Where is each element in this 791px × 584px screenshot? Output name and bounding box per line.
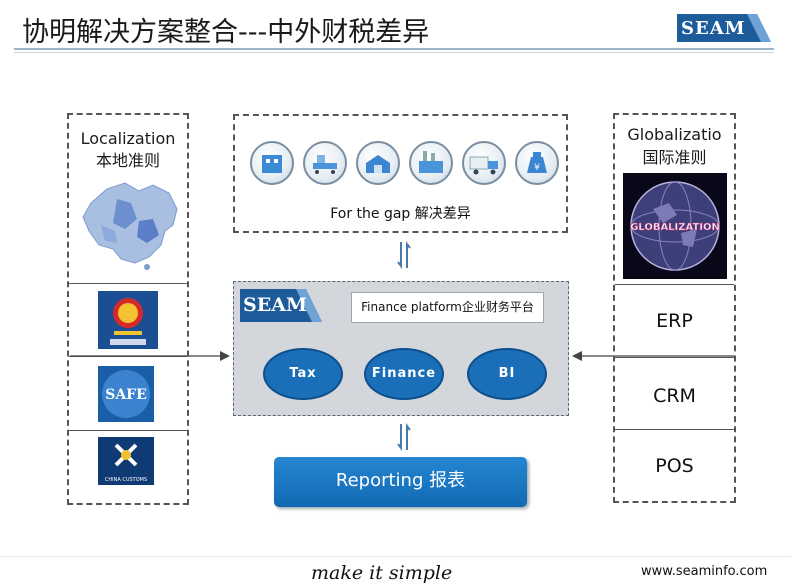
divider (615, 284, 734, 285)
localization-column: Localization 本地准则 SAFE CHINA CUSTOMS (67, 113, 189, 505)
globe-icon: GLOBALIZATION (623, 173, 727, 279)
footer-url: www.seaminfo.com (641, 564, 768, 579)
factory-icon (409, 141, 453, 185)
sync-arrow-icon (397, 423, 411, 451)
localization-subtitle: 本地准则 (95, 151, 160, 170)
globalization-column: Globalizatio 国际准则 GLOBALIZATION ERP CRM … (613, 113, 736, 503)
title-divider-thin (14, 52, 774, 53)
divider (615, 429, 734, 430)
china-map-icon (82, 182, 178, 270)
divider (69, 430, 187, 431)
svg-text:¥: ¥ (534, 163, 540, 173)
page-title: 协明解决方案整合---中外财税差异 (22, 17, 430, 48)
localization-title: Localization (80, 129, 176, 148)
title-divider (14, 48, 774, 50)
platform-seam-logo: SEAM (240, 289, 322, 322)
customs-logo-text: CHINA CUSTOMS (105, 477, 147, 483)
erp-label: ERP (656, 310, 693, 332)
finance-module: Finance (364, 348, 444, 400)
platform-seam-logo-text: SEAM (243, 294, 307, 316)
footer-slogan: make it simple (311, 562, 453, 584)
tax-module: Tax (263, 348, 343, 400)
reporting-button: Reporting 报表 (274, 457, 527, 507)
pos-label: POS (655, 455, 694, 477)
globe-text: GLOBALIZATION (630, 222, 720, 233)
truck-icon (462, 141, 506, 185)
money-bag-icon: ¥ (515, 141, 559, 185)
divider (69, 283, 187, 284)
right-arrow-connector (572, 351, 735, 361)
platform-title: Finance platform企业财务平台 (351, 292, 544, 323)
tax-authority-emblem-icon (98, 291, 158, 349)
crm-label: CRM (653, 385, 696, 407)
sync-arrow-icon (397, 241, 411, 269)
china-customs-logo-icon: CHINA CUSTOMS (98, 437, 154, 485)
warehouse-icon (356, 141, 400, 185)
bi-module: BI (467, 348, 547, 400)
seam-logo: SEAM (677, 14, 771, 42)
building-icon (250, 141, 294, 185)
conveyor-icon (303, 141, 347, 185)
globalization-title: Globalizatio (627, 125, 722, 144)
safe-logo-icon: SAFE (98, 366, 154, 422)
divider (615, 357, 734, 358)
left-arrow-connector (70, 351, 230, 361)
seam-logo-text: SEAM (681, 18, 746, 39)
footer-divider (0, 556, 791, 557)
safe-logo-text: SAFE (105, 387, 147, 403)
gap-box: ¥ For the gap 解决差异 (233, 114, 568, 233)
globalization-subtitle: 国际准则 (642, 148, 707, 167)
gap-label: For the gap 解决差异 (330, 206, 471, 222)
